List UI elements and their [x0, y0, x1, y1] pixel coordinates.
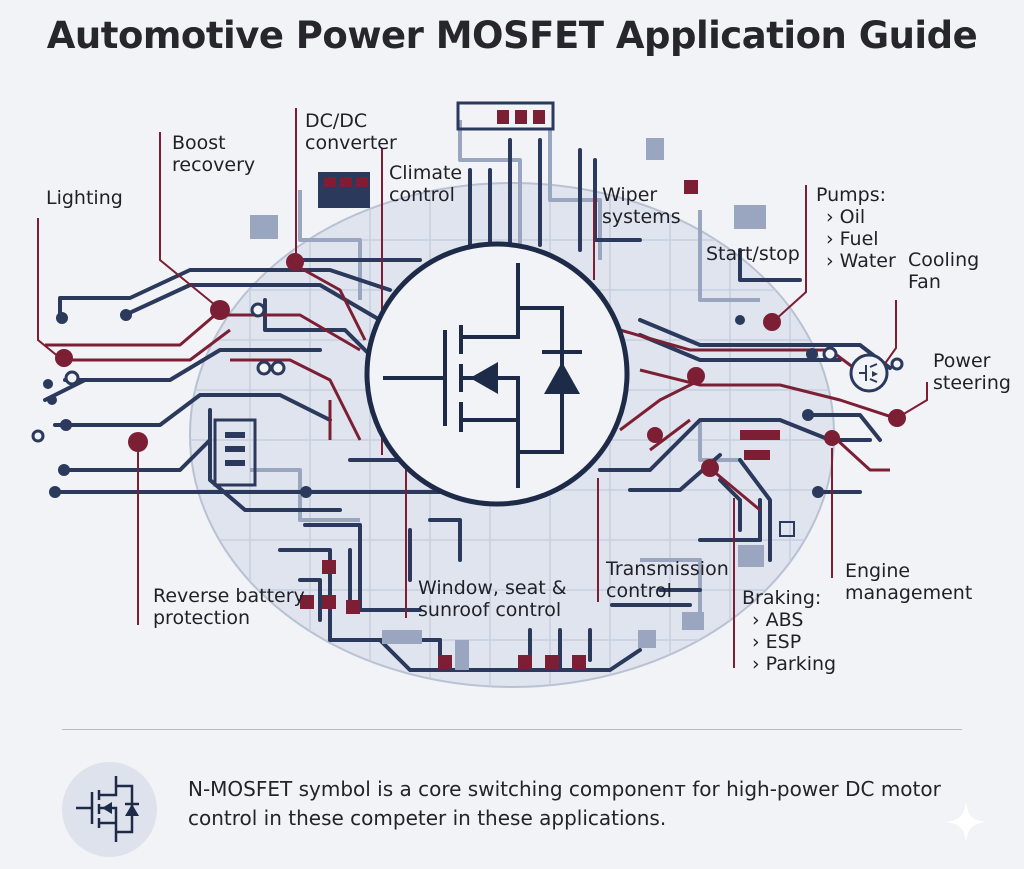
light-traces	[250, 120, 760, 620]
red-traces	[45, 263, 896, 512]
label-lighting: Lighting	[46, 187, 123, 209]
red-nodes	[55, 253, 906, 477]
label-braking: Braking: › ABS › ESP › Parking	[742, 587, 837, 675]
leader-lines	[37, 108, 928, 668]
label-window-seat-sunroof: Window, seat &sunroof control	[418, 577, 567, 621]
circuit-board-diagram	[31, 101, 928, 688]
cooling-fan-module	[849, 353, 889, 393]
chip-pads	[213, 101, 795, 670]
mosfet-legend-icon	[62, 762, 157, 857]
label-start-stop: Start/stop	[706, 243, 800, 265]
sparkle-icon	[946, 802, 986, 842]
footer-caption: N-MOSFET symbol is a core switching comp…	[188, 777, 941, 830]
page-title: Automotive Power MOSFET Application Guid…	[46, 14, 978, 57]
ring-nodes	[31, 302, 904, 443]
central-mosfet-symbol	[364, 241, 630, 507]
footer-divider	[62, 729, 962, 730]
mosfet-icon	[76, 776, 139, 842]
label-pumps: Pumps: › Oil › Fuel › Water	[816, 184, 896, 272]
navy-dots	[43, 309, 824, 498]
